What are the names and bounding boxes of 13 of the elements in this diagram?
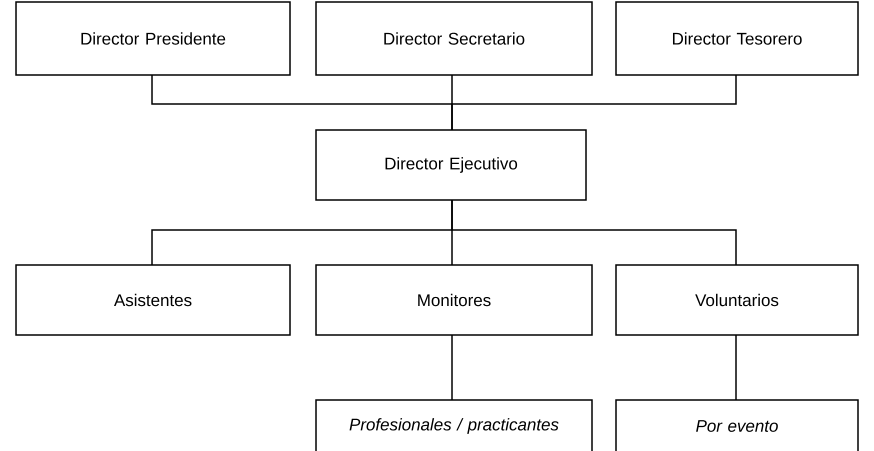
org-box: Director Secretario (315, 1, 593, 76)
connector-line (451, 200, 737, 265)
org-box: Voluntarios (615, 264, 859, 336)
org-box: Director Presidente (15, 1, 291, 76)
org-box: Monitores (315, 264, 593, 336)
org-box: Asistentes (15, 264, 291, 336)
connector-line (451, 335, 453, 400)
org-box: Por evento (615, 399, 859, 451)
org-box: Director Ejecutivo (315, 129, 587, 201)
connector-line (735, 335, 737, 400)
connector-line (451, 75, 737, 130)
org-box: Profesionales / practicantes (315, 399, 593, 451)
org-box: Director Tesorero (615, 1, 859, 76)
